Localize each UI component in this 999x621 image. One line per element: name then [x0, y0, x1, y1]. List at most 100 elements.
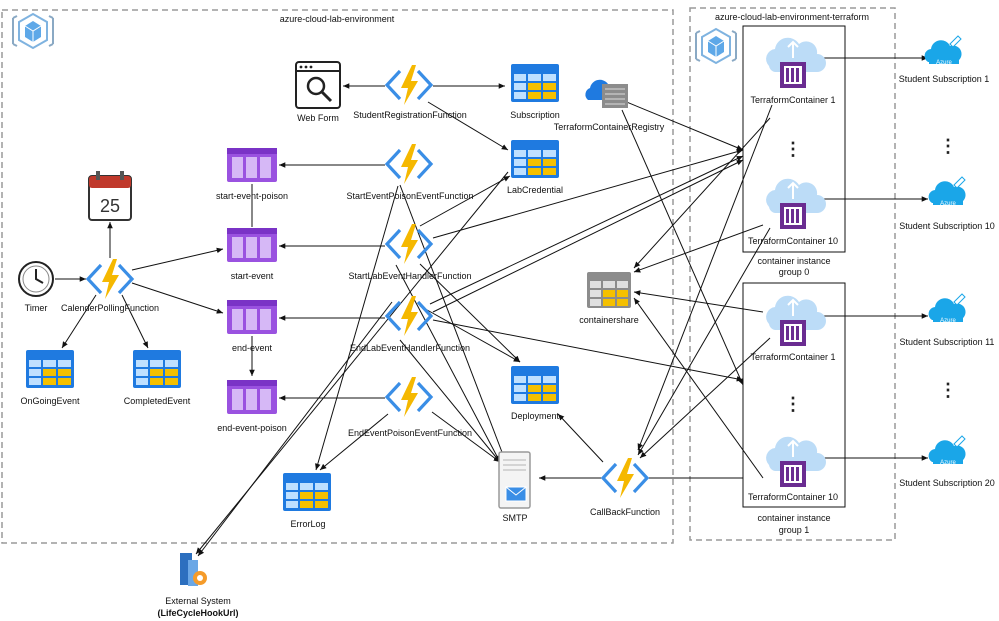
- end-event-queue-node: [227, 300, 277, 334]
- edge-tc110-share: [633, 297, 764, 479]
- edge-labcredential-external: [195, 171, 509, 555]
- start-event-poison-function-label: StartEventPoisonEventFunction: [346, 191, 473, 201]
- edge-calendar-end-event: [131, 282, 224, 314]
- container-instance-group-0-sublabel: group 0: [779, 267, 810, 277]
- edges: [55, 55, 928, 557]
- edge-endhandler-ci0-b: [429, 155, 744, 305]
- smtp-label: SMTP: [502, 513, 527, 523]
- external-system-sublabel: (LifeCycleHookUrl): [157, 608, 238, 618]
- student-registration-function-node: [385, 63, 433, 107]
- completed-event-label: CompletedEvent: [124, 396, 191, 406]
- edge-endpoison-smtp: [431, 411, 501, 463]
- terraform-container-icon: [765, 36, 827, 89]
- start-event-poison-queue-label: start-event-poison: [216, 191, 288, 201]
- azure-function-icon: [385, 63, 433, 107]
- terraform-container-1-10-label: TerraformContainer 10: [748, 492, 838, 502]
- ellipsis-vertical-subs-0: ⋮: [939, 136, 957, 156]
- subscription-label: Subscription: [510, 110, 560, 120]
- start-lab-event-handler-function-label: StartLabEventHandlerFunction: [348, 271, 471, 281]
- edge-tc010-callback: [637, 227, 771, 456]
- terraform-container-icon: [765, 177, 827, 230]
- student-subscription-1-label: Student Subscription 1: [899, 74, 990, 84]
- edge-endhandler-ci0: [432, 159, 744, 313]
- edge-registry-ci0: [611, 95, 744, 151]
- web-form-label: Web Form: [297, 113, 339, 123]
- edge-endpoison-errorlog: [319, 413, 389, 471]
- student-registration-function-label: StudentRegistrationFunction: [353, 110, 467, 120]
- calendar-schedule-node: 25: [88, 171, 132, 221]
- external-system-node: External System (LifeCycleHookUrl): [157, 553, 239, 618]
- callback-function-node: [601, 456, 649, 500]
- end-event-poison-function-node: [385, 375, 433, 419]
- edge-reg-labcredential: [427, 101, 509, 151]
- end-lab-event-handler-function-label: EndLabEventHandlerFunction: [350, 343, 470, 353]
- azure-badge-20: Azure: [940, 460, 956, 466]
- calendar-polling-function-label: CalenderPollingFunction: [61, 303, 159, 313]
- table-storage-icon: [511, 366, 559, 404]
- terraform-container-0-10-node: [765, 177, 827, 230]
- edge-endhandler-ci1: [432, 319, 744, 382]
- student-subscription-20-label: Student Subscription 20: [899, 478, 995, 488]
- terraform-container-1-10-node: [765, 435, 827, 488]
- env-group-box: [1, 9, 674, 544]
- calendar-day: 25: [100, 196, 120, 216]
- end-lab-event-handler-function-node: [385, 294, 433, 338]
- start-event-queue-label: start-event: [231, 271, 274, 281]
- edge-starthandler-ci0: [432, 149, 744, 239]
- edge-tc11-share: [633, 290, 764, 313]
- table-storage-icon: [511, 140, 559, 178]
- end-event-queue-label: end-event: [232, 343, 273, 353]
- azure-badge-11: Azure: [940, 318, 956, 324]
- terraform-resource-group-cube-icon: [695, 28, 737, 64]
- edge-calendar-start-event: [131, 247, 224, 271]
- container-instance-group-1-label: container instance: [757, 513, 830, 523]
- terraform-container-icon: [765, 294, 827, 347]
- edge-tc010-share: [633, 224, 764, 273]
- smtp-node: SMTP: [498, 451, 531, 523]
- web-form-icon: [295, 61, 341, 109]
- container-instance-group-1-box: [742, 282, 846, 508]
- terraform-container-0-1-node: [765, 36, 827, 89]
- terraform-group-box: [689, 7, 896, 541]
- table-storage-icon: [133, 350, 181, 388]
- azure-function-icon: [601, 456, 649, 500]
- queue-storage-icon: [227, 148, 277, 182]
- ongoing-event-label: OnGoingEvent: [20, 396, 80, 406]
- edge-starthandler-labcredential: [419, 175, 511, 227]
- edge-calendar-completed: [121, 294, 149, 349]
- terraform-container-icon: [765, 435, 827, 488]
- callback-function-label: CallBackFunction: [590, 507, 660, 517]
- table-storage-icon: [511, 64, 559, 102]
- container-instance-group-0-label: container instance: [757, 256, 830, 266]
- azure-function-icon: [385, 222, 433, 266]
- terraform-container-0-1-label: TerraformContainer 1: [750, 95, 835, 105]
- start-event-queue-node: [227, 228, 277, 262]
- end-event-poison-queue-node: [227, 380, 277, 414]
- start-lab-event-handler-function-node: [385, 222, 433, 266]
- edge-startpoison-errorlog: [315, 185, 399, 471]
- edge-tc01-callback: [637, 104, 773, 451]
- azure-function-icon: [86, 257, 134, 301]
- end-event-poison-function-label: EndEventPoisonEventFunction: [348, 428, 472, 438]
- edge-calendar-ongoing: [61, 294, 97, 349]
- deployment-table-node: [511, 366, 559, 404]
- queue-storage-icon: [227, 380, 277, 414]
- start-event-poison-function-node: [385, 142, 433, 186]
- lab-credential-label: LabCredential: [507, 185, 563, 195]
- resource-group-cube-icon: [12, 13, 54, 49]
- queue-storage-icon: [227, 300, 277, 334]
- external-system-label: External System: [165, 596, 231, 606]
- ongoing-event-table-node: [26, 350, 74, 388]
- table-storage-icon: [26, 350, 74, 388]
- edge-startpoison-smtp: [399, 184, 506, 461]
- student-subscription-11-label: Student Subscription 11: [900, 337, 995, 347]
- student-subscription-10-label: Student Subscription 10: [899, 221, 995, 231]
- subscription-table-node: [511, 64, 559, 102]
- edge-endhandler-smtp: [399, 339, 501, 463]
- container-instance-group-0-box: [742, 25, 846, 253]
- terraform-container-registry-label: TerraformContainerRegistry: [554, 122, 665, 132]
- queue-storage-icon: [227, 228, 277, 262]
- start-event-poison-queue-node: [227, 148, 277, 182]
- edge-callback-deployment: [557, 413, 604, 463]
